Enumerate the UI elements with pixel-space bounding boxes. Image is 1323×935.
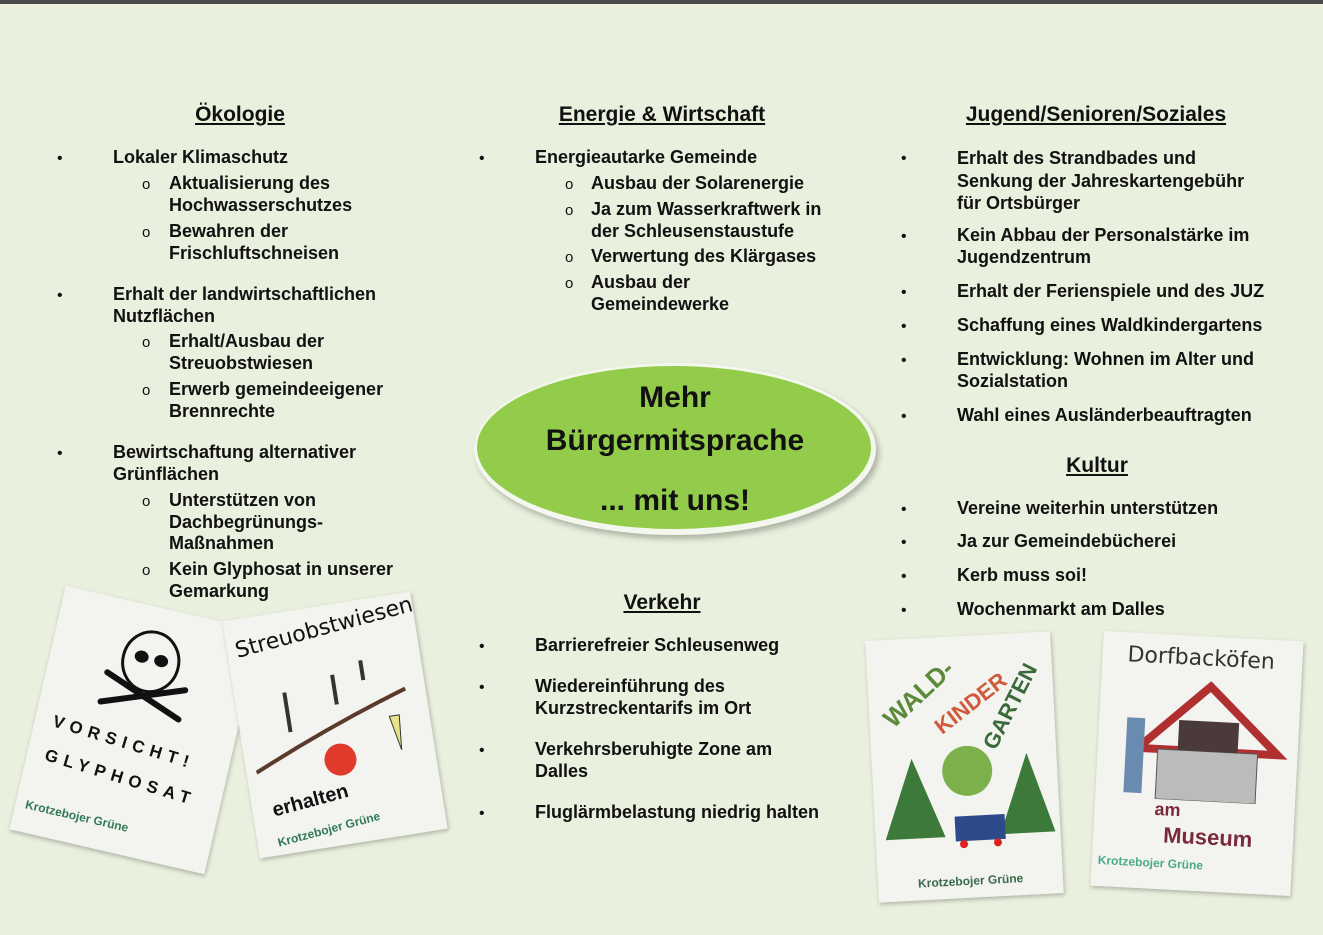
sub-list-item: Verwertung des Klärgases (591, 246, 817, 266)
trees-illustration-icon (885, 745, 1056, 849)
bullet: • (479, 679, 485, 696)
slogan-ellipse: Mehr Bürgermitsprache ... mit uns! (474, 363, 876, 535)
bullet: • (901, 318, 907, 335)
bullet: • (901, 352, 907, 369)
sub-bullet: o (142, 176, 151, 193)
list-item: Schaffung eines Waldkindergartens (957, 315, 1263, 335)
heading-oekologie: Ökologie (195, 103, 285, 126)
oven-house-icon (1123, 681, 1288, 805)
list-item: Entwicklung: Wohnen im Alter und Sozials… (957, 349, 1254, 391)
list-item: Erhalt der Ferienspiele und des JUZ (957, 281, 1265, 301)
list-item: Kein Abbau der Personalstärke im Jugendz… (957, 225, 1250, 267)
bullet: • (901, 408, 907, 425)
bullet: • (901, 501, 907, 518)
sub-list-item: Aktualisierung des Hochwasserschutzes (169, 173, 353, 215)
poster-text: am (1154, 798, 1182, 821)
poster-dorfbackofen: Dorfbacköfen am Museum Krotzebojer Grüne (1090, 630, 1304, 897)
heading-kultur: Kultur (1066, 454, 1128, 477)
bullet: • (901, 534, 907, 551)
sub-list-item: Ausbau der Solarenergie (591, 173, 805, 193)
slogan-ellipse-fill (477, 366, 871, 529)
poster-brand: Krotzebojer Grüne (1097, 852, 1204, 873)
sub-list-item: Erwerb gemeindeeigener Brennrechte (169, 379, 384, 421)
sub-bullet: o (142, 562, 151, 579)
heading-jugend: Jugend/Senioren/Soziales (965, 103, 1227, 126)
list-item: Erhalt des Strandbades und Senkung der J… (957, 148, 1245, 213)
list-item: Vereine weiterhin unterstützen (957, 498, 1219, 518)
bullet: • (479, 742, 485, 759)
sub-bullet: o (565, 202, 574, 219)
list-item: Barrierefreier Schleusenweg (535, 635, 780, 655)
poster-brand: Krotzebojer Grüne (917, 871, 1024, 891)
bullet: • (479, 638, 485, 655)
sub-bullet: o (142, 493, 151, 510)
list-item: Erhalt der landwirtschaftlichen Nutzfläc… (113, 284, 377, 326)
list-item: Bewirtschaftung alternativer Grünflächen (113, 442, 357, 484)
bullet: • (901, 568, 907, 585)
poster-text: Streuobstwiesen (232, 592, 416, 664)
bullet: • (57, 287, 63, 304)
sub-bullet: o (565, 249, 574, 266)
sub-list-item: Ausbau der Gemeindewerke (591, 272, 730, 314)
apple-branch-icon (255, 659, 407, 776)
sub-list-item: Kein Glyphosat in unserer Gemarkung (169, 559, 394, 601)
heading-verkehr: Verkehr (623, 591, 701, 614)
bullet: • (479, 150, 485, 167)
bullet: • (901, 150, 907, 167)
bullet: • (901, 284, 907, 301)
bullet: • (479, 805, 485, 822)
heading-energie: Energie & Wirtschaft (558, 103, 766, 126)
list-item: Fluglärmbelastung niedrig halten (535, 802, 820, 822)
sub-bullet: o (565, 275, 574, 292)
sub-list-item: Unterstützen von Dachbegrünungs- Maßnahm… (169, 490, 324, 553)
list-item: Ja zur Gemeindebücherei (957, 531, 1177, 551)
sub-bullet: o (142, 382, 151, 399)
sub-bullet: o (142, 224, 151, 241)
list-item: Verkehrsberuhigte Zone am Dalles (535, 739, 773, 781)
slogan-line-2: Bürgermitsprache (545, 424, 805, 457)
bullet: • (901, 228, 907, 245)
slogan-line-1: Mehr (639, 381, 711, 414)
poster-glyphosat: VORSICHT! GLYPHOSAT Krotzebojer Grüne (9, 585, 261, 875)
list-item: Wiedereinführung des Kurzstreckentarifs … (535, 676, 752, 718)
sub-bullet: o (142, 334, 151, 351)
sub-list-item: Ja zum Wasserkraftwerk in der Schleusens… (591, 199, 822, 241)
poster-waldkindergarten: WALD- KINDER GARTEN Krotzebojer Grüne (865, 631, 1064, 903)
bullet: • (57, 445, 63, 462)
bullet: • (901, 602, 907, 619)
poster-brand: Krotzebojer Grüne (23, 797, 130, 835)
window-top-bar (0, 0, 1323, 4)
list-item: Energieautarke Gemeinde (535, 147, 758, 167)
poster-streuobstwiesen: Streuobstwiesen erhalten Krotzebojer Grü… (222, 591, 448, 859)
list-item: Lokaler Klimaschutz (113, 147, 289, 167)
list-item: Wahl eines Ausländerbeauftragten (957, 405, 1252, 425)
slogan-line-3: ... mit uns! (600, 484, 750, 517)
list-item: Kerb muss soi! (957, 565, 1088, 585)
poster-text: Dorfbacköfen (1126, 642, 1276, 675)
poster-text: Museum (1162, 822, 1254, 852)
bullet: • (57, 150, 63, 167)
sub-list-item: Bewahren der Frischluftschneisen (169, 221, 340, 263)
sub-list-item: Erhalt/Ausbau der Streuobstwiesen (169, 331, 325, 373)
list-item: Wochenmarkt am Dalles (957, 599, 1165, 619)
sub-bullet: o (565, 176, 574, 193)
skull-icon (97, 630, 189, 723)
